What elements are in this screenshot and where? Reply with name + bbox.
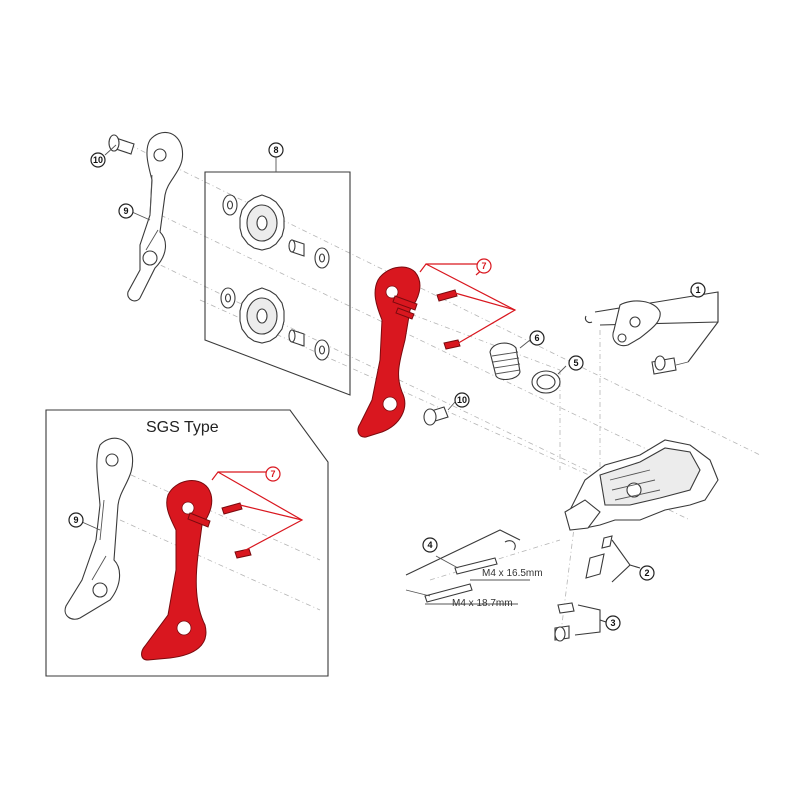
pulley-set-box — [204, 171, 351, 396]
callout-10-top: 10 — [90, 144, 117, 168]
svg-text:8: 8 — [273, 145, 278, 155]
sgs-type-inset: SGS Type — [45, 409, 329, 677]
callout-4: 4 — [422, 537, 438, 553]
callout-7: 7 — [476, 258, 492, 274]
svg-text:10: 10 — [93, 155, 103, 165]
callout-3: 3 — [605, 615, 621, 631]
callout-7-sgs: 7 — [265, 466, 281, 482]
sgs-inner-plate-highlight — [141, 480, 252, 661]
callout-9: 9 — [118, 203, 151, 221]
callout-9-sgs: 9 — [68, 512, 101, 531]
callout-10-mid: 10 — [454, 392, 470, 408]
callout-5: 5 — [568, 355, 584, 371]
svg-text:9: 9 — [123, 206, 128, 216]
upper-pulley — [239, 194, 285, 251]
svg-text:5: 5 — [573, 358, 578, 368]
short-bolt-spec: M4 x 16.5mm — [482, 568, 543, 579]
b-axle-assembly — [584, 291, 719, 375]
callout-8: 8 — [268, 142, 284, 172]
svg-text:2: 2 — [644, 568, 649, 578]
long-bolt-spec: M4 x 18.7mm — [452, 598, 513, 609]
svg-text:9: 9 — [73, 515, 78, 525]
inner-plate-highlight — [357, 266, 461, 438]
callout-1: 1 — [690, 282, 706, 298]
assembly-axis-lines — [119, 144, 761, 641]
derailleur-body — [564, 439, 719, 531]
svg-text:6: 6 — [534, 333, 539, 343]
inset-title: SGS Type — [146, 419, 219, 436]
pivot-pins — [405, 529, 530, 605]
callout-6: 6 — [529, 330, 545, 346]
svg-text:7: 7 — [270, 469, 275, 479]
svg-text:10: 10 — [457, 395, 467, 405]
limit-screws — [585, 535, 641, 583]
mounting-bolt-middle — [423, 401, 456, 426]
sgs-outer-plate — [64, 437, 134, 620]
sgs-callout-7-leaders — [211, 471, 304, 553]
callout-7-leaders — [419, 263, 517, 346]
lower-pulley — [239, 287, 285, 344]
outer-plate — [127, 131, 184, 302]
tension-spring — [489, 339, 531, 381]
svg-text:7: 7 — [481, 261, 486, 271]
adjust-bolt — [554, 602, 607, 642]
mounting-bolt-top — [108, 134, 135, 155]
svg-text:4: 4 — [427, 540, 432, 550]
callout-2: 2 — [639, 565, 655, 581]
svg-text:3: 3 — [610, 618, 615, 628]
svg-text:1: 1 — [695, 285, 700, 295]
stopper-ring — [531, 365, 567, 394]
